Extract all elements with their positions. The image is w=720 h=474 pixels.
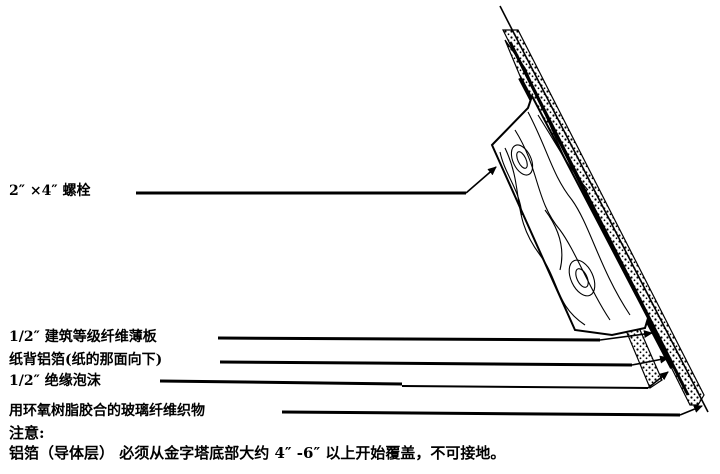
fiberboard-leader-line [217, 336, 601, 342]
aluminum-foil-layer [508, 41, 690, 396]
foam-leader-line [159, 379, 403, 386]
note-text: 铝箔（导体层） 必须从金字塔底部大约 4″ -6″ 以上开始覆盖，不可接地。 [9, 444, 506, 462]
foil-arrow [631, 355, 669, 366]
foam-arrow [647, 371, 669, 389]
foam-leader-line-2 [401, 385, 649, 389]
fabric-leader-line [281, 410, 681, 417]
label-foam: 1/2″ 绝缘泡沫 [9, 373, 101, 389]
label-stud: 2″ ×4″ 螺栓 [9, 183, 91, 199]
label-fabric: 用环氧树脂胶合的玻璃纤维织物 [9, 403, 205, 419]
note-title: 注意: [9, 424, 45, 442]
label-fiberboard: 1/2″ 建筑等级纤维薄板 [9, 329, 157, 345]
foil-leader-line [219, 360, 633, 367]
stud-arrow [465, 166, 497, 194]
wooden-stud [490, 93, 650, 337]
fabric-arrow [679, 405, 703, 416]
fiberboard-arrow [599, 330, 653, 341]
label-foil: 纸背铝箔(纸的那面向下) [9, 352, 163, 368]
wood-grain [499, 111, 631, 326]
